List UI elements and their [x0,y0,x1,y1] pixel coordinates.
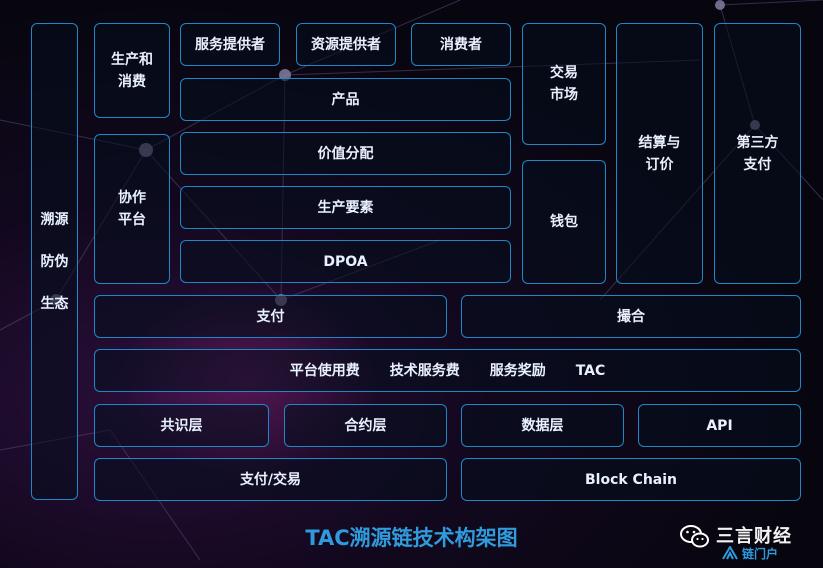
fee-service-reward: 服务奖励 [489,362,546,379]
diagram-caption: TAC溯源链技术构架图 [305,526,518,550]
dpoa-label: DPOA [323,253,368,270]
matching-label: 撮合 [617,308,645,325]
side-label-anticounterfeit: 防伪 [40,253,69,270]
production-factors-label: 生产要素 [317,199,374,216]
service-provider-box: 服务提供者 [180,23,280,66]
api-box: API [638,404,801,447]
payment-trading-box: 支付/交易 [94,458,447,501]
fee-platform-usage: 平台使用费 [289,362,360,379]
matching-box: 撮合 [461,295,801,338]
consumer-box: 消费者 [411,23,511,66]
fee-tac: TAC [575,362,606,379]
wallet-box: 钱包 [522,160,606,284]
dpoa-box: DPOA [180,240,511,283]
side-label-ecology: 生态 [40,295,69,312]
settlement-pricing-box: 结算与 订价 [616,23,703,284]
consumer-label: 消费者 [440,36,482,53]
api-label: API [706,417,733,434]
fee-technical-service: 技术服务费 [389,362,460,379]
collaboration-platform-line2: 平台 [118,212,146,228]
watermark: 三言财经 链门户 [676,514,816,564]
collaboration-platform-line1: 协作 [118,190,146,206]
traceability-column: 溯源 防伪 生态 [31,23,78,500]
production-consumption-box: 生产和 消费 [94,23,170,118]
consensus-layer-box: 共识层 [94,404,269,447]
side-label-traceability: 溯源 [40,211,69,228]
settlement-pricing-line1: 结算与 [638,134,681,151]
wechat-icon [680,525,709,548]
chain-portal-logo-icon [722,546,738,560]
third-party-payment-line2: 支付 [743,156,772,173]
value-distribution-label: 价值分配 [317,145,374,162]
third-party-payment-box: 第三方 支付 [714,23,801,284]
block-chain-label: Block Chain [584,471,678,488]
service-provider-label: 服务提供者 [195,36,265,53]
settlement-pricing-line2: 订价 [645,156,674,173]
production-factors-box: 生产要素 [180,186,511,229]
trading-market-box: 交易 市场 [522,23,606,145]
trading-market-line2: 市场 [550,87,578,103]
trading-market-line1: 交易 [550,65,578,81]
product-label: 产品 [331,91,360,108]
data-layer-label: 数据层 [521,417,564,434]
contract-layer-box: 合约层 [284,404,447,447]
contract-layer-label: 合约层 [344,417,387,434]
payment-label: 支付 [256,308,285,325]
watermark-sub: 链门户 [742,547,779,561]
production-consumption-line1: 生产和 [111,51,153,68]
product-box: 产品 [180,78,511,121]
consensus-layer-label: 共识层 [160,417,203,434]
data-layer-box: 数据层 [461,404,624,447]
payment-trading-label: 支付/交易 [239,471,302,488]
resource-provider-box: 资源提供者 [296,23,396,66]
collaboration-platform-box: 协作 平台 [94,134,170,284]
wallet-label: 钱包 [550,214,578,230]
watermark-name: 三言财经 [716,526,792,547]
resource-provider-label: 资源提供者 [311,36,381,53]
third-party-payment-line1: 第三方 [736,134,779,151]
block-chain-box: Block Chain [461,458,801,501]
value-distribution-box: 价值分配 [180,132,511,175]
payment-box: 支付 [94,295,447,338]
production-consumption-line2: 消费 [118,73,146,90]
fees-box: 平台使用费 技术服务费 服务奖励 TAC [94,349,801,392]
